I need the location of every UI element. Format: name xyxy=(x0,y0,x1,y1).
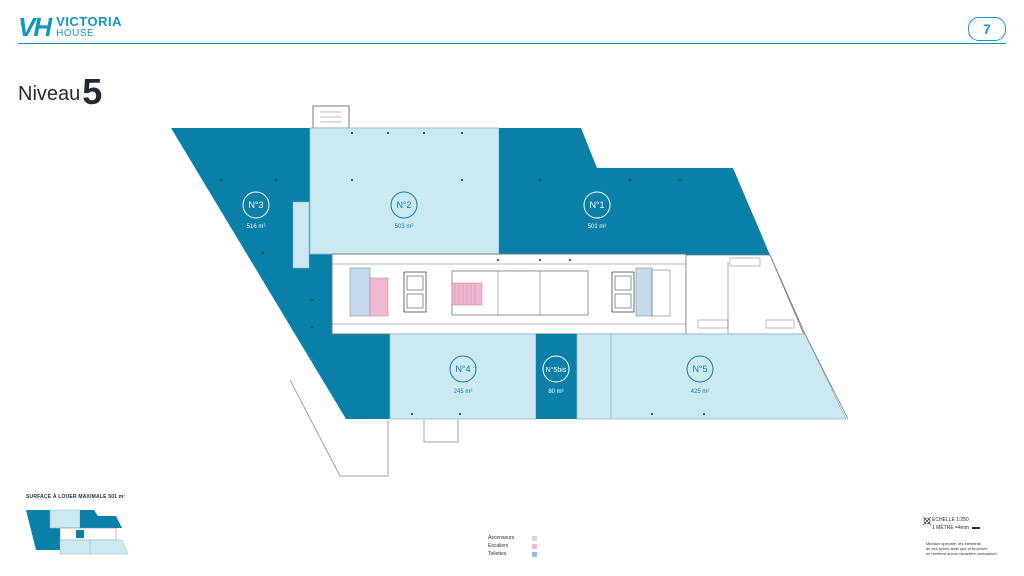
disclaimer-line-2: de ces fiches ainsi que la brochure xyxy=(926,546,988,551)
disclaimer: Mention spéciale: les éléments de ces fi… xyxy=(926,541,1006,556)
north-arrow-icon xyxy=(922,516,932,526)
unit-n1-label: N°1 xyxy=(589,200,604,210)
scale-meter: 1 MÈTRE =4mm xyxy=(932,524,981,532)
legend-item-elevators: Ascenseurs xyxy=(488,534,537,542)
east-wing-stair xyxy=(729,257,761,267)
legend-item-toilets: Toilettes xyxy=(488,550,537,558)
unit-n3-terrace xyxy=(292,201,310,269)
corridor-strip xyxy=(576,333,612,420)
elevator-right xyxy=(611,271,635,313)
scale-bar xyxy=(972,526,981,529)
structural-columns xyxy=(220,132,705,415)
building-outline-bottom xyxy=(423,420,459,443)
unit-n5bis-label: N°5bis xyxy=(546,366,567,374)
toilets-right xyxy=(635,267,653,317)
minimap-unit-left xyxy=(26,510,60,550)
unit-n5-size: 425 m² xyxy=(691,389,710,395)
unit-n3-size: 516 m² xyxy=(247,224,266,230)
east-wing-bench-2 xyxy=(765,319,795,329)
elevator-left-car-1 xyxy=(406,275,424,291)
logo-line-1: VICTORIA xyxy=(56,14,123,29)
unit-n1-badge: N°1 501 m² xyxy=(583,191,611,230)
unit-n4-badge: N°4 245 m² xyxy=(449,355,477,395)
legend-item-stairs: Escaliers xyxy=(488,542,537,550)
legend-swatch-elevators xyxy=(532,535,537,541)
legend-swatch-toilets xyxy=(532,551,537,557)
unit-n2-badge: N°2 503 m² xyxy=(390,191,418,230)
minimap-unit-bottom-right xyxy=(89,539,129,555)
scale-ratio: ÉCHELLE 1:250 xyxy=(932,517,969,523)
legend-swatch-stairs xyxy=(532,543,537,549)
page-number-badge: 7 xyxy=(968,17,1006,41)
disclaimer-line-1: Mention spéciale: les éléments xyxy=(926,541,981,546)
east-wing-bench-1 xyxy=(697,319,729,329)
level-number: 5 xyxy=(82,71,103,112)
legend-label-stairs: Escaliers xyxy=(488,543,509,549)
unit-n2-area[interactable] xyxy=(309,127,500,255)
stairs-left xyxy=(369,277,389,317)
max-surface-label: SURFACE À LOUER MAXIMALE 501 m² xyxy=(26,494,126,500)
elevator-left-car-2 xyxy=(406,293,424,309)
legend-label-toilets: Toilettes xyxy=(488,551,507,557)
elevator-right-car-2 xyxy=(614,293,632,309)
logo-mark: VH xyxy=(18,12,52,42)
unit-n3-label: N°3 xyxy=(248,200,263,210)
level-word: Niveau xyxy=(18,83,81,105)
scale-meter-text: 1 MÈTRE =4mm xyxy=(932,525,970,531)
unit-n5-facade xyxy=(804,333,849,420)
unit-n5bis-size: 80 m² xyxy=(548,389,563,395)
roof-stair-steps xyxy=(320,111,342,123)
building-outline-left xyxy=(289,379,389,477)
elevator-right-car-1 xyxy=(614,275,632,291)
header-divider xyxy=(18,43,1006,44)
unit-n2-size: 503 m² xyxy=(395,224,414,230)
brand-logo: VH VICTORIA HOUSE xyxy=(18,14,122,40)
unit-n5-label: N°5 xyxy=(692,364,707,374)
unit-n1-size: 501 m² xyxy=(588,224,607,230)
minimap-unit-bottom-left xyxy=(59,539,91,555)
legend: Ascenseurs Escaliers Toilettes xyxy=(488,534,537,558)
legend-label-elevators: Ascenseurs xyxy=(488,535,515,541)
toilets-left xyxy=(349,267,371,317)
minimap-plan xyxy=(26,509,129,555)
unit-n2-label: N°2 xyxy=(396,200,411,210)
unit-n5-area[interactable] xyxy=(610,333,847,420)
scale-block: ÉCHELLE 1:250 1 MÈTRE =4mm xyxy=(922,516,981,532)
unit-n4-size: 245 m² xyxy=(454,389,473,395)
unit-n4-area[interactable] xyxy=(389,333,537,420)
logo-wordmark: VICTORIA HOUSE xyxy=(56,15,122,39)
unit-n3-area[interactable] xyxy=(171,128,390,419)
minimap-unit-top xyxy=(49,509,81,529)
minimap-unit-right xyxy=(80,510,122,528)
core-room-right xyxy=(651,269,671,317)
unit-n4-label: N°4 xyxy=(455,364,470,374)
logo-line-2: HOUSE xyxy=(56,28,95,39)
unit-n5-badge: N°5 425 m² xyxy=(686,355,714,395)
minimap-core xyxy=(59,527,117,541)
unit-n3-badge: N°3 516 m² xyxy=(242,191,270,230)
unit-n1-area[interactable] xyxy=(499,128,770,255)
disclaimer-line-3: ne revêtent aucun caractère contractuel. xyxy=(926,551,998,556)
elevator-left xyxy=(403,271,427,313)
level-title: Niveau 5 xyxy=(18,74,102,110)
unit-n5bis-area[interactable] xyxy=(536,334,577,419)
stairs-center-steps xyxy=(454,283,476,305)
unit-n5bis-badge: N°5bis 80 m² xyxy=(542,355,570,395)
minimap-core-block xyxy=(76,530,84,538)
